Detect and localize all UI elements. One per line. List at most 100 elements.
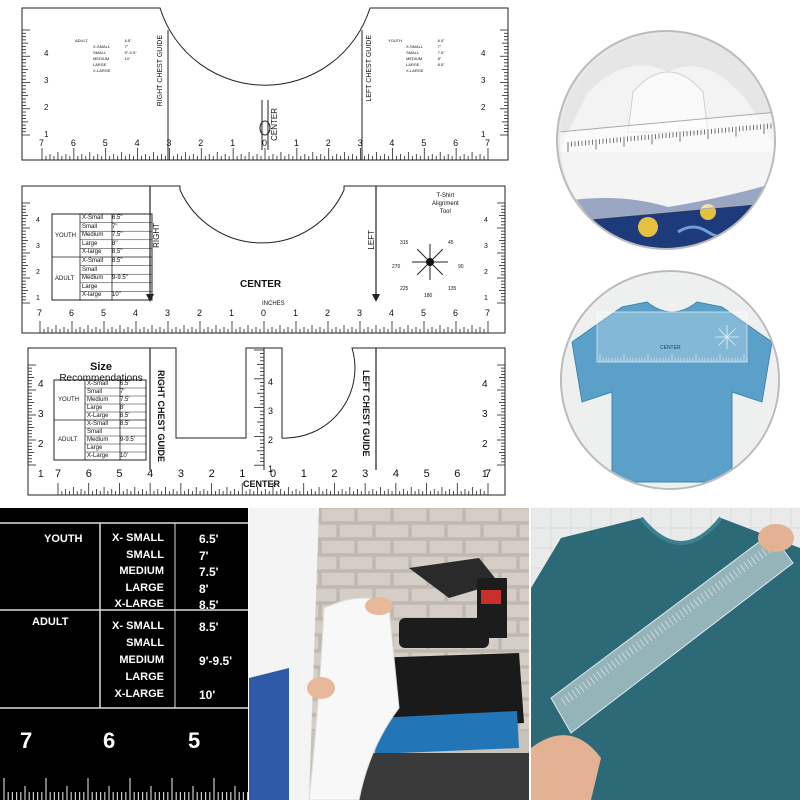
ruler-number: 1 [293, 138, 299, 148]
ruler-number: 4 [134, 138, 140, 148]
ruler-number: 7 [485, 138, 491, 148]
ruler-2-center-label: CENTER [240, 279, 282, 290]
ruler-3-adult-label: ADULT [58, 437, 78, 443]
compass-angle-label: 90 [458, 264, 464, 270]
ruler-3-right-chest-label: RIGHT CHEST GUIDE [156, 370, 166, 463]
ruler-number: 0 [261, 308, 267, 318]
ruler-number: 1 [300, 468, 307, 480]
compass-angle-label: 180 [424, 293, 433, 299]
ruler-number: 2 [331, 468, 338, 480]
compass-angle-label: 45 [448, 240, 454, 246]
closeup-adult-label: ADULT [32, 616, 69, 628]
ruler-number: 5 [116, 468, 123, 480]
ruler-number: 5 [421, 138, 427, 148]
ruler-number: 0 [270, 468, 277, 480]
ruler-1-left-chest-label: LEFT CHEST GUIDE [366, 35, 373, 102]
ruler-number: 3 [357, 308, 363, 318]
compass-angle-label: 270 [392, 264, 401, 270]
ruler-number: 5 [423, 468, 430, 480]
ruler-number: 5 [102, 138, 108, 148]
ruler-number: 3 [357, 138, 363, 148]
ruler-number: 1 [230, 138, 236, 148]
size-row: Large [82, 283, 98, 290]
ruler-1-center-label: CENTER [270, 108, 279, 141]
teal-shirt-graphic [531, 508, 800, 800]
ruler-3-panel: Size Recommendations YOUTH ADULT X-Small… [0, 340, 530, 500]
ruler-number: 4 [147, 468, 154, 480]
ruler-number: 4 [389, 308, 395, 318]
ruler-number: 1 [229, 308, 235, 318]
ruler-number: 6 [454, 468, 461, 480]
ruler-number: 2 [325, 308, 331, 318]
ruler-number: 7 [37, 308, 43, 318]
ruler-number: 5 [421, 308, 427, 318]
ruler-number: 7 [39, 138, 45, 148]
closeup-youth-label: YOUTH [44, 533, 83, 545]
ruler-number: 7 [485, 308, 491, 318]
ruler-number: 1 [293, 308, 299, 318]
photo-blue-shirt-circle: CENTER [560, 270, 780, 490]
ruler-2-adult-label: ADULT [55, 276, 75, 282]
ruler-1-graphic [21, 7, 509, 161]
ruler-number: 4 [133, 308, 139, 318]
ruler-number: 7 [55, 468, 62, 480]
ruler-number: 5 [101, 308, 107, 318]
ruler-number: 2 [325, 138, 331, 148]
ruler-2-graphic [21, 185, 506, 334]
photo-collar-graphic [560, 34, 774, 248]
ruler-number: 6 [453, 138, 459, 148]
ruler-3-graphic [27, 347, 506, 496]
ruler-2-youth-label: YOUTH [55, 233, 76, 239]
ruler-number: 6 [85, 468, 92, 480]
size-row: Small [87, 429, 103, 435]
ruler-number: 6 [69, 308, 75, 318]
ruler-number: 2 [197, 308, 203, 318]
compass-angle-label: 315 [400, 240, 409, 246]
ruler-number: 4 [389, 138, 395, 148]
ruler-number: 3 [166, 138, 172, 148]
ruler-number: 4 [392, 468, 399, 480]
ruler-1-size-list-left: ADULT X-SMALL SMALL MEDIUM LARGE X-LARGE… [75, 38, 137, 73]
ruler-3-center-label: CENTER [243, 479, 281, 489]
photo-blue-shirt-graphic [564, 274, 778, 488]
ruler-3-left-chest-label: LEFT CHEST GUIDE [361, 370, 371, 457]
ruler-number: 3 [362, 468, 369, 480]
compass-angle-label: 225 [400, 286, 409, 292]
size-row: Large [87, 445, 103, 451]
size-row: Small [82, 266, 98, 273]
ruler-number: 0 [262, 138, 268, 148]
ruler-1-panel: CENTER RIGHT CHEST GUIDE LEFT CHEST GUID… [0, 0, 530, 170]
compass-angle-label: 135 [448, 286, 457, 292]
ruler-2-inches-label: INCHES [262, 301, 285, 307]
blue-shirt-center-label: CENTER [660, 345, 681, 351]
photo-collar-circle [556, 30, 776, 250]
ruler-number: 3 [165, 308, 171, 318]
ruler-3-youth-label: YOUTH [58, 397, 79, 403]
ruler-number: 3 [177, 468, 184, 480]
